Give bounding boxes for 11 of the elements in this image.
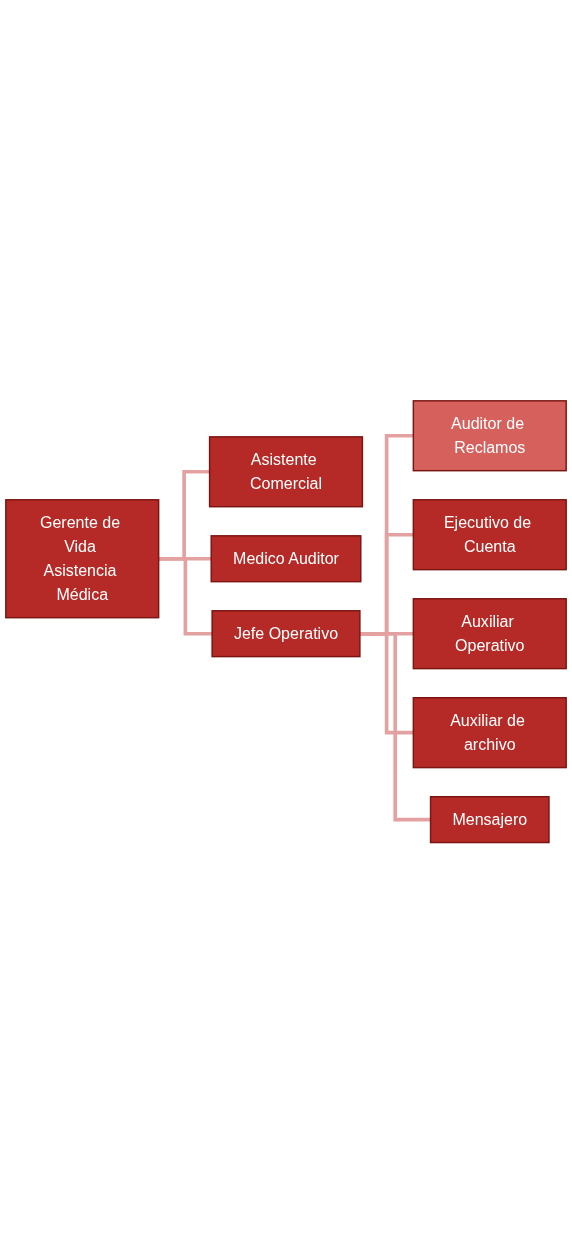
node-box: Medico Auditor — [210, 535, 362, 583]
node-box: Auxiliar de archivo — [412, 697, 567, 769]
node-box: Auxiliar Operativo — [412, 598, 567, 670]
node-box: Asistente Comercial — [208, 436, 364, 508]
node-box: Mensajero — [429, 796, 550, 844]
node-box: Auditor de Reclamos — [412, 400, 567, 472]
node-box: Ejecutivo de Cuenta — [412, 499, 567, 571]
node-box: Gerente de Vida Asistencia Médica — [5, 499, 160, 619]
node-box: Jefe Operativo — [211, 610, 361, 658]
connector — [359, 632, 431, 822]
connector — [158, 557, 213, 636]
